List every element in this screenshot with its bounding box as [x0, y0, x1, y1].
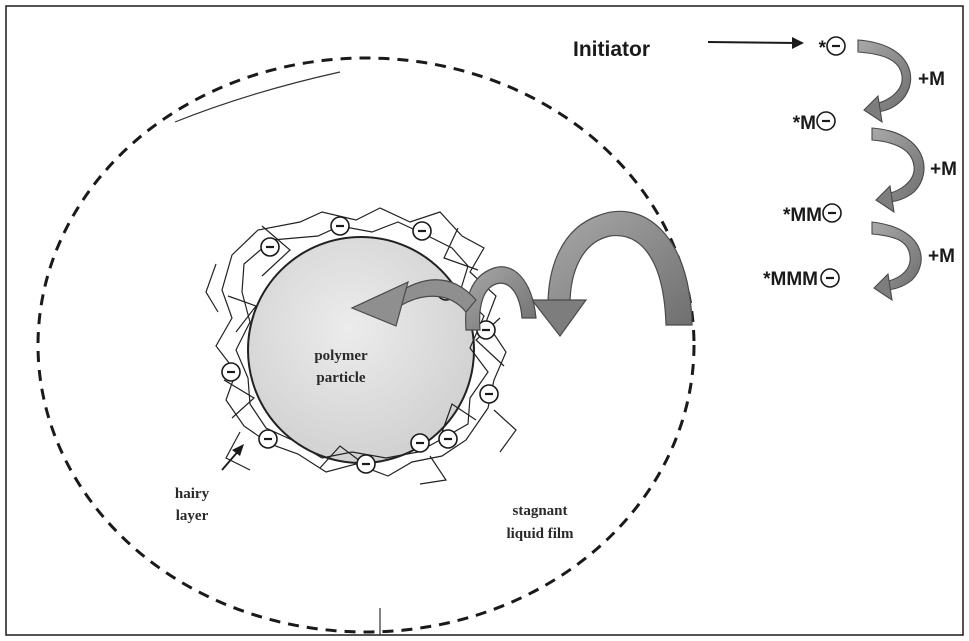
initiator-arrow — [708, 37, 804, 49]
stagnant-film-label-line2: liquid film — [506, 526, 574, 542]
stagnant-film-label-line1: stagnant — [512, 503, 567, 519]
radical-species-3: *MMM — [763, 269, 818, 290]
radical-species-2: *MM — [783, 205, 822, 226]
polymer-particle-label-line1: polymer — [314, 348, 368, 364]
hairy-layer-pointer — [222, 444, 244, 470]
monomer-addition-2: +M — [928, 246, 955, 267]
propagation-arrows — [858, 40, 924, 300]
radical-species-0: * — [819, 38, 827, 59]
polymer-particle-label-line2: particle — [316, 370, 365, 386]
hairy-layer-label-line2: layer — [176, 508, 209, 524]
monomer-addition-0: +M — [918, 69, 945, 90]
chain-charges — [817, 37, 845, 287]
initiator-label: Initiator — [573, 38, 650, 61]
monomer-addition-1: +M — [930, 159, 957, 180]
hairy-layer-label-line1: hairy — [175, 486, 210, 502]
radical-species-1: *M — [793, 113, 816, 134]
chain-charge-marks — [822, 46, 840, 278]
